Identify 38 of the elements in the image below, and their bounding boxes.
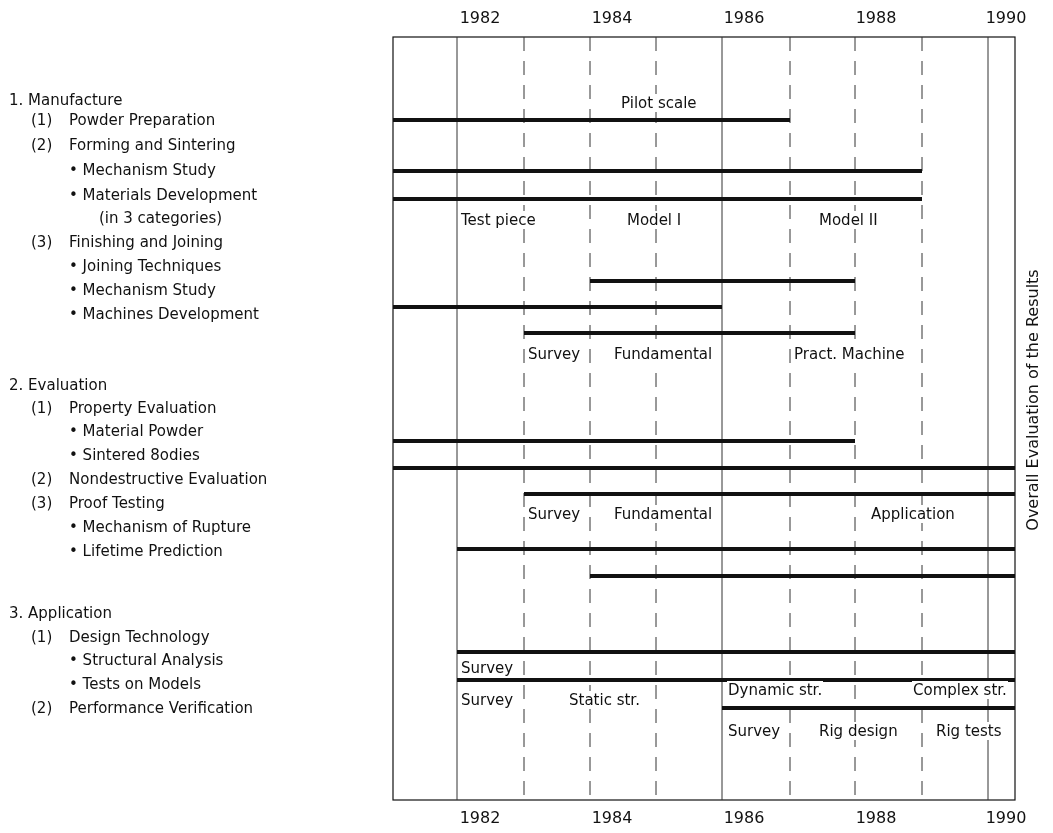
bar-annotation: Survey (527, 505, 582, 523)
task-label: • Structural Analysis (68, 651, 225, 669)
bar-annotation: Fundamental (613, 345, 714, 363)
task-label: Proof Testing (68, 494, 166, 512)
bar-annotation: Pilot scale (620, 94, 698, 112)
bar-annotation: Fundamental (613, 505, 714, 523)
task-label: • Mechanism of Rupture (68, 518, 253, 536)
task-label: • Mechanism Study (68, 281, 217, 299)
task-label: (3) (30, 233, 54, 251)
task-label: (1) (30, 111, 54, 129)
task-label: • Materials Development (68, 186, 259, 204)
bar-annotation: Rig tests (935, 722, 1003, 740)
task-label: Powder Preparation (68, 111, 217, 129)
bar-annotation: Survey (527, 345, 582, 363)
task-label: Design Technology (68, 628, 211, 646)
bar-annotation: Application (870, 505, 956, 523)
bar-annotation: Survey (460, 659, 515, 677)
bar-annotation: Dynamic str. (727, 681, 824, 699)
task-label: • Machines Development (68, 305, 260, 323)
task-label: (3) (30, 494, 54, 512)
bar-annotation: Survey (727, 722, 782, 740)
task-label: • Mechanism Study (68, 161, 217, 179)
task-label: 3. Application (8, 604, 113, 622)
task-label: Finishing and Joining (68, 233, 225, 251)
task-label: Forming and Sintering (68, 136, 237, 154)
bar-annotation: Rig design (818, 722, 899, 740)
task-label: (2) (30, 699, 54, 717)
task-label: (2) (30, 470, 54, 488)
task-label: (1) (30, 399, 54, 417)
task-label: • Joining Techniques (68, 257, 223, 275)
bar-annotation: Test piece (460, 211, 537, 229)
task-label: Property Evaluation (68, 399, 218, 417)
task-label: (1) (30, 628, 54, 646)
bar-annotation: Pract. Machine (793, 345, 906, 363)
bar-annotation: Survey (460, 691, 515, 709)
task-label: (2) (30, 136, 54, 154)
bar-annotation: Complex str. (912, 681, 1008, 699)
task-label: (in 3 categories) (98, 209, 224, 227)
